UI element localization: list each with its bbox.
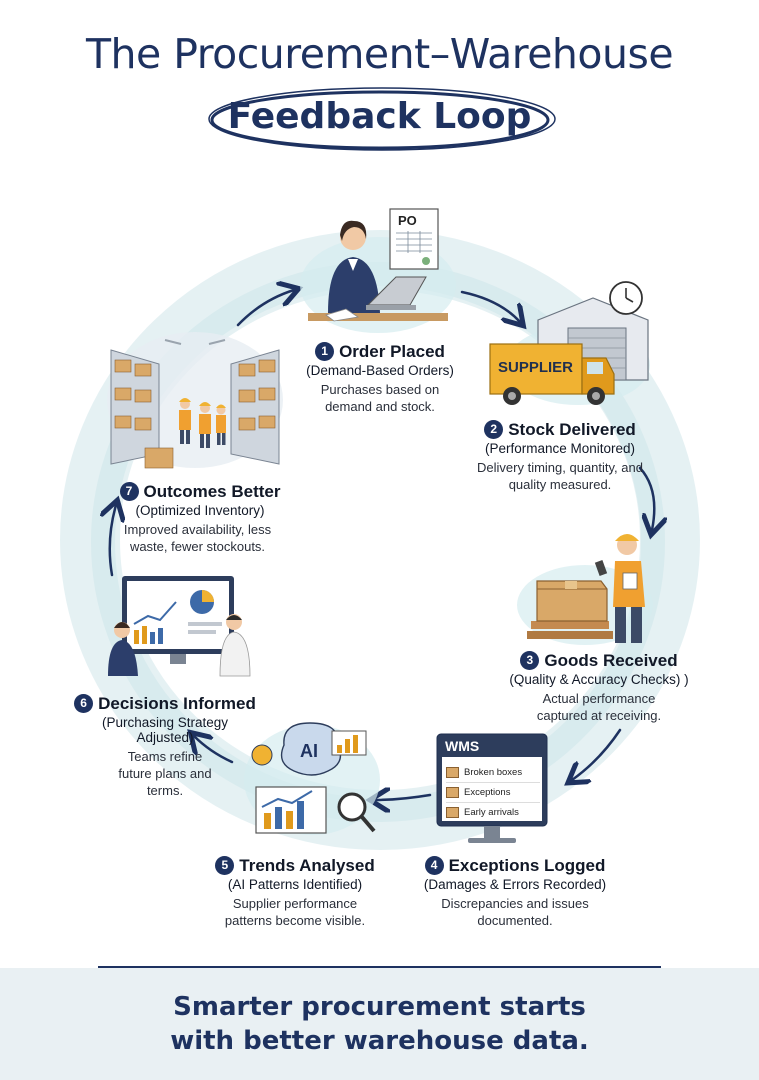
step-title: Goods Received: [544, 651, 678, 670]
step-description: Delivery timing, quantity, and quality m…: [477, 460, 643, 492]
step-description: Supplier performance patterns become vis…: [224, 896, 366, 928]
box-icon: [446, 807, 459, 818]
step-subtitle: (Damages & Errors Recorded): [423, 877, 607, 892]
step-subtitle: (Optimized Inventory): [135, 503, 265, 518]
step-number-badge: 2: [484, 420, 504, 439]
title-line-2: Feedback Loop: [227, 96, 532, 137]
step-number-badge: 1: [315, 342, 335, 361]
step-description: Purchases based on demand and stock.: [320, 382, 440, 414]
step-title: Order Placed: [339, 342, 445, 361]
decisions-informed-illustration: [108, 576, 251, 677]
footer-line-1: Smarter procurement starts: [173, 992, 586, 1022]
step-title: Stock Delivered: [508, 420, 636, 439]
wms-item-label: Early arrivals: [464, 807, 519, 818]
step-description: Teams refine future plans and terms.: [118, 749, 212, 798]
box-icon: [446, 787, 459, 798]
step-subtitle: (Demand-Based Orders): [306, 363, 454, 378]
step-subtitle: (AI Patterns Identified): [227, 877, 363, 892]
wms-item-broken-boxes: Broken boxes: [446, 763, 540, 783]
step-number-badge: 4: [424, 856, 444, 875]
title-line-1: The Procurement–Warehouse: [85, 30, 674, 78]
step-description: Discrepancies and issues documented.: [441, 896, 589, 928]
step-subtitle: (Purchasing Strategy Adjusted): [101, 715, 229, 745]
order-placed-illustration: PO: [300, 208, 456, 333]
arrow-2-to-3: [638, 466, 654, 530]
step-subtitle: (Performance Monitored): [484, 441, 636, 456]
step-number-badge: 5: [215, 856, 235, 875]
footer-line-2: with better warehouse data.: [170, 1026, 589, 1057]
stock-delivered-illustration: SUPPLIER: [489, 281, 650, 405]
arrow-3-to-4: [572, 728, 622, 780]
step-title: Outcomes Better: [143, 482, 281, 501]
step-description: Actual performance captured at receiving…: [536, 691, 662, 723]
step-subtitle: (Quality & Accuracy Checks) ): [509, 672, 689, 687]
box-icon: [446, 767, 459, 778]
arrow-7-to-1: [236, 290, 294, 327]
step-title: Exceptions Logged: [448, 856, 606, 875]
wms-monitor: WMS Broken boxes Exceptions Early arriva…: [436, 733, 548, 843]
goods-received-illustration: [517, 534, 653, 645]
footer-band: [0, 968, 759, 1080]
truck-label: SUPPLIER: [498, 359, 573, 376]
title-oval: [208, 87, 556, 151]
footer-divider: [98, 966, 661, 968]
trends-analysed-illustration: AI: [244, 722, 380, 835]
wms-item-exceptions: Exceptions: [446, 783, 540, 803]
step-number-badge: 3: [520, 651, 540, 670]
step-title: Decisions Informed: [98, 694, 256, 713]
step-title: Trends Analysed: [239, 856, 375, 875]
outcomes-better-illustration: [107, 332, 283, 469]
loop-arrows: [0, 0, 759, 960]
footer-message: Smarter procurement starts with better w…: [0, 990, 759, 1059]
arrow-5-to-6: [194, 736, 234, 764]
wms-item-label: Broken boxes: [464, 767, 523, 778]
wms-item-label: Exceptions: [464, 787, 511, 798]
step-description: Improved availability, less waste, fewer…: [123, 522, 272, 554]
po-label: PO: [398, 213, 417, 228]
arrow-6-to-7: [110, 505, 116, 577]
arrow-1-to-2: [460, 290, 520, 322]
wms-item-early-arrivals: Early arrivals: [446, 803, 540, 822]
step-number-badge: 6: [74, 694, 94, 713]
step-number-badge: 7: [119, 482, 139, 501]
ai-label: AI: [300, 741, 318, 761]
arrow-4-to-5: [375, 795, 432, 800]
wms-title: WMS: [445, 738, 480, 754]
